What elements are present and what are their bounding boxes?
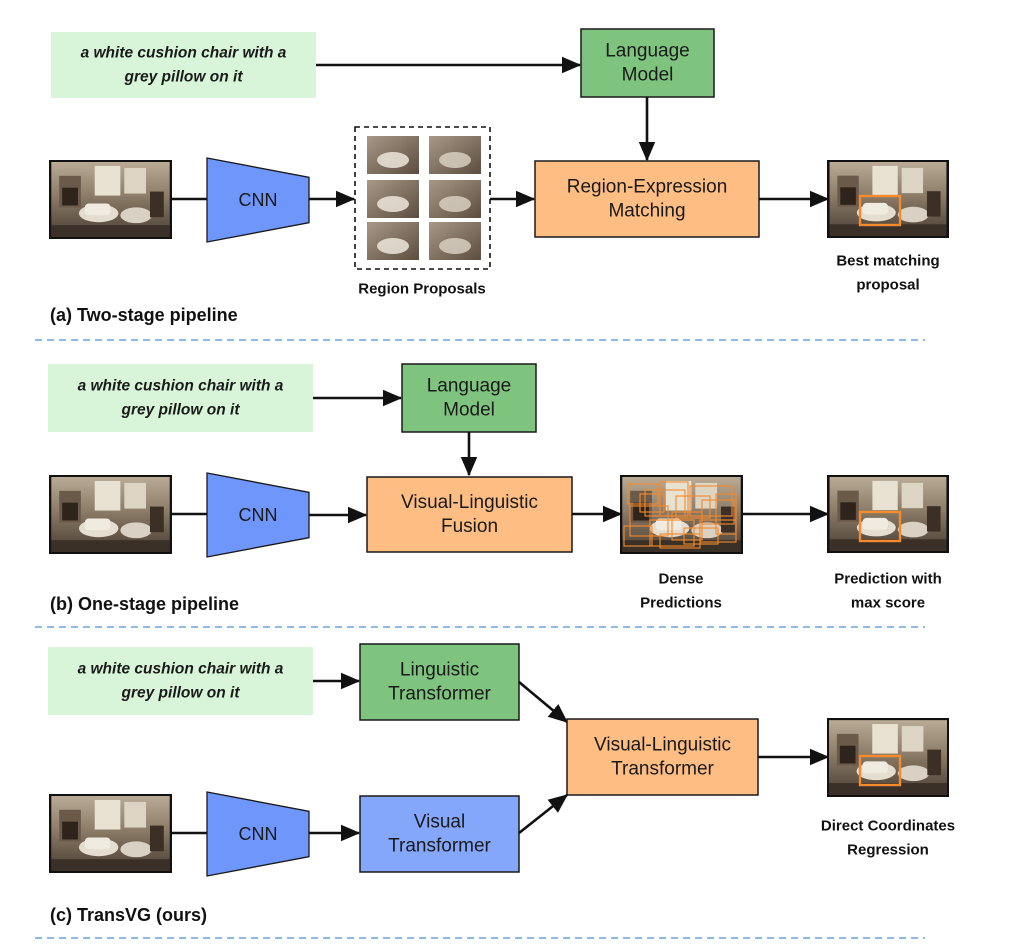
query-box-b-text-line-1: a white cushion chair with a [78,378,284,395]
query-box-b-text: a white cushion chair with a grey pillow … [78,378,284,419]
region-proposal-patch [367,136,419,174]
input-image-c [49,794,172,873]
best-matching-caption-line-1: Best matching [836,253,939,270]
arrow-vt-to-vlt-c [518,793,569,835]
visual-linguistic-fusion-box [366,476,573,553]
best-matching-caption: Best matching proposal [836,253,939,294]
max-score-caption-line-1: Prediction with [834,571,942,588]
region-expression-matching-box-label-line-2: Matching [608,201,685,222]
region-proposals-caption: Region Proposals [358,281,486,298]
region-expression-matching-box-label-line-1: Region-Expression [567,177,728,198]
query-box-b-text-line-2: grey pillow on it [121,402,241,419]
visual-transformer-box-label-line-2: Transformer [388,836,491,857]
cnn-c-label: CNN [239,824,278,844]
cnn-b-label: CNN [239,505,278,525]
language-model-box-a [580,28,715,98]
dense-prediction-box [675,495,711,519]
dense-prediction-box [683,527,719,545]
cnn-a-label: CNN [239,190,278,210]
cnn-c [206,791,310,877]
language-model-box-b-label-line-2: Model [443,400,495,421]
language-model-box-a-label-line-1: Language [605,41,690,62]
max-score-caption: Prediction with max score [834,571,942,612]
linguistic-transformer-box [359,643,520,721]
best-matching-caption-line-2: proposal [856,277,919,294]
region-proposal-patch [429,222,481,260]
query-box-a-text-line-2: grey pillow on it [124,69,244,86]
output-image-a [827,160,949,238]
query-box-a [51,32,316,98]
linguistic-transformer-box-label-line-2: Transformer [388,684,491,705]
dense-prediction-box [629,505,669,537]
dense-predictions-caption-line-1: Dense [658,571,703,588]
language-model-box-b-label-line-1: Language [427,376,512,397]
visual-linguistic-transformer-box-label-line-1: Visual-Linguistic [594,735,731,756]
dense-prediction-box [671,511,703,541]
arrow-lt-to-vlt-c [518,681,568,723]
visual-transformer-box-label-line-1: Visual [414,812,465,833]
region-expression-matching-box [534,160,760,238]
query-box-c-text: a white cushion chair with a grey pillow … [78,661,284,702]
dense-predictions-image [620,475,743,554]
region-proposal-patch [367,180,419,218]
input-image-a [49,160,172,239]
dense-predictions-caption-line-2: Predictions [640,595,722,612]
dense-prediction-box [659,481,689,517]
dense-prediction-box [689,485,733,517]
query-box-c-text-line-2: grey pillow on it [121,685,241,702]
language-model-box-a-label-line-2: Model [622,65,674,86]
dense-prediction-box [623,525,653,547]
best-proposal-highlight [858,194,902,227]
direct-regression-caption-line-2: Regression [847,842,929,859]
cnn-a [206,157,310,243]
max-score-caption-line-2: max score [851,595,925,612]
visual-linguistic-transformer-box-label-line-2: Transformer [611,759,714,780]
visual-linguistic-transformer-box [566,718,759,796]
language-model-box-b [401,363,537,433]
region-proposals-grid [354,126,491,270]
query-box-c-text-line-1: a white cushion chair with a [78,661,284,678]
direct-regression-caption-line-1: Direct Coordinates [821,818,955,835]
visual-transformer-box [359,795,520,873]
cnn-b [206,472,310,558]
dense-prediction-boxes [623,481,737,549]
query-box-a-text-line-1: a white cushion chair with a [81,45,287,62]
region-proposal-patch [429,180,481,218]
dense-prediction-box [639,493,665,513]
visual-linguistic-fusion-box-label-line-2: Fusion [441,516,498,537]
query-box-a-text: a white cushion chair with a grey pillow … [81,45,287,86]
visual-linguistic-fusion-box-label-line-1: Visual-Linguistic [401,492,538,513]
section-title-c: (c) TransVG (ours) [50,905,207,925]
query-box-b [48,364,313,432]
section-title-a: (a) Two-stage pipeline [50,305,238,325]
input-image-b [49,475,172,554]
max-score-highlight [858,510,902,543]
dense-prediction-box [715,493,737,535]
linguistic-transformer-box-label-line-1: Linguistic [400,660,479,681]
section-title-b: (b) One-stage pipeline [50,594,239,614]
direct-regression-highlight [858,754,902,787]
dense-prediction-box [659,533,701,549]
region-proposal-patch [367,222,419,260]
region-proposal-patch [429,136,481,174]
query-box-c [48,647,313,715]
